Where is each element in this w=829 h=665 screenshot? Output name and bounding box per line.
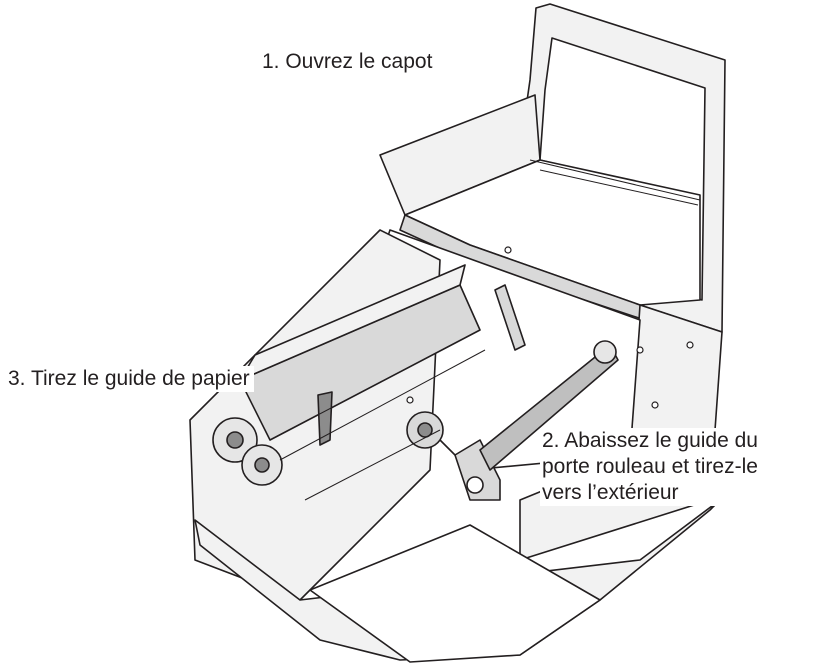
paper-guide-arm — [494, 284, 526, 351]
roll-holder-knob — [466, 476, 484, 494]
paper-guide-lever — [317, 391, 333, 446]
callout-step-2-line-1: 2. Abaissez le guide du — [542, 429, 758, 452]
gear-wheel-small-hub — [254, 457, 270, 473]
roll-spindle-end — [593, 340, 617, 364]
callout-step-1: 1. Ouvrez le capot — [262, 50, 433, 73]
spindle-hub-center — [417, 422, 433, 438]
roll-spindle — [479, 344, 619, 471]
callout-step-2-line-2: porte rouleau et tirez-le — [542, 455, 758, 478]
print-head-top — [239, 264, 466, 381]
callout-step-3: 3. Tirez le guide de papier — [8, 366, 254, 392]
callout-step-2: 2. Abaissez le guide du porte rouleau et… — [540, 428, 762, 506]
gear-wheel-large-hub — [226, 431, 244, 449]
callout-step-2-line-3: vers l’extérieur — [542, 481, 679, 504]
paper-exit-tray — [309, 524, 601, 663]
